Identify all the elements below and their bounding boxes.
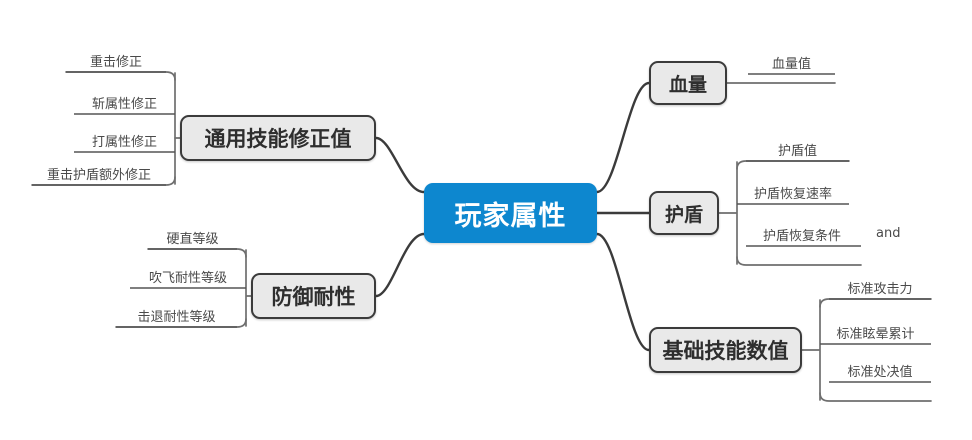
bracket-base-skill-values <box>801 299 821 401</box>
leaf-label: 护盾恢复速率 <box>753 187 832 202</box>
root-node-label: 玩家属性 <box>454 200 567 232</box>
leaf-label: 重击护盾额外修正 <box>46 168 151 183</box>
leaf-node[interactable]: 标准攻击力 <box>829 277 931 299</box>
leaf-node[interactable]: 护盾恢复速率 <box>737 182 849 204</box>
branch-node-general-skill-modifiers[interactable]: 通用技能修正值 <box>180 115 376 161</box>
bracket-general-skill-modifiers-top <box>65 71 176 81</box>
leaf-label: 斩属性修正 <box>91 97 157 112</box>
leaf-label: 打属性修正 <box>91 135 157 150</box>
leaf-node[interactable]: 标准眩晕累计 <box>820 322 931 344</box>
leaf-label: 标准攻击力 <box>847 282 913 297</box>
leaf-node[interactable]: 击退耐性等级 <box>116 305 237 327</box>
leaf-label: 硬直等级 <box>166 232 219 247</box>
leaf-node[interactable]: 护盾值 <box>746 139 849 161</box>
leaf-label: 吹飞耐性等级 <box>148 271 227 286</box>
branch-node-defense-resistance[interactable]: 防御耐性 <box>251 273 376 319</box>
branch-node-base-skill-values[interactable]: 基础技能数值 <box>649 327 802 373</box>
leaf-node[interactable]: 斩属性修正 <box>74 92 175 114</box>
link-root-to-base-skill-values <box>595 232 651 352</box>
link-root-to-health <box>595 81 651 194</box>
link-root-to-defense-resistance <box>374 232 426 298</box>
leaf-node[interactable]: 吹飞耐性等级 <box>130 266 246 288</box>
branch-label: 基础技能数值 <box>662 339 789 363</box>
and-annotation-label: and <box>876 226 901 241</box>
branch-label: 防御耐性 <box>271 285 356 309</box>
bracket-defense-resistance-top <box>147 248 247 258</box>
bracket-base-skill-values-bot <box>819 392 932 402</box>
leaf-node[interactable]: 重击修正 <box>66 50 166 72</box>
leaf-label: 血量值 <box>771 57 811 72</box>
bracket-shield-top <box>736 160 850 170</box>
leaf-label: 击退耐性等级 <box>137 310 216 325</box>
branch-label: 血量 <box>668 73 707 96</box>
leaf-node[interactable]: 重击护盾额外修正 <box>32 163 166 185</box>
branch-node-shield[interactable]: 护盾 <box>649 191 719 235</box>
bracket-shield <box>718 161 738 265</box>
leaf-node[interactable]: 硬直等级 <box>148 227 237 249</box>
and-annotation: and <box>876 226 900 241</box>
leaf-label: 标准眩晕累计 <box>836 327 915 342</box>
root-node[interactable]: 玩家属性 <box>424 183 597 243</box>
branch-label: 通用技能修正值 <box>204 127 352 151</box>
leaf-label: 标准处决值 <box>847 365 913 380</box>
leaf-node[interactable]: 血量值 <box>748 52 835 74</box>
bracket-shield-bot <box>736 256 862 266</box>
leaf-node[interactable]: 标准处决值 <box>829 360 931 382</box>
link-root-to-general-skill-modifiers <box>374 136 426 194</box>
branch-node-health[interactable]: 血量 <box>649 61 727 105</box>
leaf-label: 重击修正 <box>89 55 142 70</box>
bracket-base-skill-values-top <box>819 298 932 308</box>
leaf-node[interactable]: 打属性修正 <box>74 130 175 152</box>
leaf-label: 护盾值 <box>777 144 817 159</box>
leaf-label: 护盾恢复条件 <box>762 229 841 244</box>
leaf-node[interactable]: 护盾恢复条件 <box>746 224 858 246</box>
branch-label: 护盾 <box>664 203 703 226</box>
